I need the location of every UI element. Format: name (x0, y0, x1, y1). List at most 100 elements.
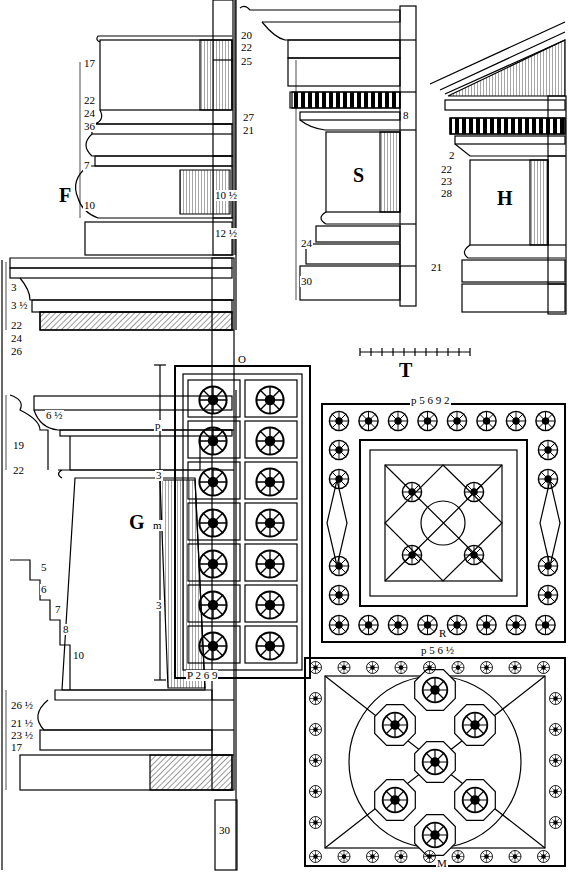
dimension-number: O (237, 354, 247, 365)
coffer (188, 626, 240, 663)
rosette (481, 662, 493, 674)
dimension-number: 3 (155, 470, 163, 481)
dimension-number: 25 (240, 56, 253, 67)
rosette (550, 724, 562, 736)
dimension-number: 23 ½ (10, 730, 34, 741)
rosette (464, 545, 483, 564)
rosette (256, 632, 283, 659)
coffer (188, 421, 240, 458)
dimension-number: 8 (62, 624, 70, 635)
dimension-number: 26 ½ (10, 700, 34, 711)
part-letter: G (128, 512, 146, 532)
scale-tick (381, 348, 382, 356)
rosette (310, 786, 322, 798)
scale-tick (425, 348, 426, 356)
rosette (550, 693, 562, 705)
rosette (447, 615, 466, 634)
scale-tick (403, 348, 404, 356)
dimension-number: 6 (40, 584, 48, 595)
dimension-number: 24 (83, 108, 96, 119)
rosette (424, 662, 436, 674)
rosette (481, 851, 493, 863)
dimension-number: 30 (300, 276, 313, 287)
rosette (538, 556, 557, 575)
dimension-number: M (436, 858, 448, 869)
rosette (423, 823, 448, 848)
coffer (188, 462, 240, 499)
rosette (310, 755, 322, 767)
dimension-number: P 2 6 9 (186, 670, 218, 681)
dimension-number: 17 (10, 742, 23, 753)
dimension-number: 22 (83, 95, 96, 106)
rosette (506, 411, 525, 430)
rosette (256, 591, 283, 618)
rosette (418, 615, 437, 634)
dimension-number: 19 (12, 440, 25, 451)
octagon-coffer (415, 742, 456, 783)
rosette (538, 440, 557, 459)
coffer (245, 421, 297, 458)
dimension-number: 21 ½ (10, 718, 34, 729)
rosette (367, 851, 379, 863)
octagon-coffer (375, 780, 416, 821)
dimension-number: 7 (83, 160, 91, 171)
coffer (245, 503, 297, 540)
dimension-number: 23 (440, 176, 453, 187)
rosette (199, 386, 226, 413)
rosette (367, 662, 379, 674)
scale-tick (392, 348, 393, 356)
scale-tick (447, 348, 448, 356)
rosette (477, 411, 496, 430)
rosette (310, 693, 322, 705)
rosette (506, 615, 525, 634)
dimension-number: p (154, 420, 162, 431)
scale-tick (414, 348, 415, 356)
rosette (199, 550, 226, 577)
scale-tick (436, 348, 437, 356)
rosette (310, 851, 322, 863)
dimension-number: 20 (240, 30, 253, 41)
scale-tick (370, 348, 371, 356)
dimension-number: 22 (12, 465, 25, 476)
dimension-number: 27 (242, 112, 255, 123)
dimension-number: 10 ½ (214, 190, 238, 201)
rosette (199, 591, 226, 618)
dimension-number: 3 (155, 600, 163, 611)
dimension-number: 36 (83, 121, 96, 132)
dimension-number: p 5 6 9 2 (410, 395, 451, 406)
dimension-number: 6 ½ (45, 410, 64, 421)
dimension-number: 7 (54, 604, 62, 615)
rosette (199, 632, 226, 659)
rosette (402, 545, 421, 564)
rosette (329, 469, 348, 488)
rosette (418, 411, 437, 430)
coffer (245, 585, 297, 622)
rosette (199, 509, 226, 536)
dimension-number: 3 (10, 282, 18, 293)
dimension-number: 17 (83, 58, 96, 69)
scale-tick (359, 348, 360, 356)
rosette (199, 468, 226, 495)
rosette (329, 615, 348, 634)
rosette (388, 615, 407, 634)
part-letter: F (58, 185, 72, 205)
coffer (245, 626, 297, 663)
rosette (256, 427, 283, 454)
dimension-number: p 5 6 ½ (420, 645, 455, 656)
rosette (383, 713, 408, 738)
octagon-coffer (415, 815, 456, 856)
rosette (395, 851, 407, 863)
octagon-coffer (415, 670, 456, 711)
part-letter: H (496, 188, 514, 208)
rosette (199, 427, 226, 454)
dimension-number: 22 (10, 320, 23, 331)
dimension-number: 2 (448, 150, 456, 161)
rosette (388, 411, 407, 430)
rosette (383, 788, 408, 813)
rosette (329, 585, 348, 604)
coffer (245, 380, 297, 417)
rosette (538, 662, 550, 674)
dimension-number: 3 ½ (10, 300, 29, 311)
rosette (310, 662, 322, 674)
rosette (452, 851, 464, 863)
